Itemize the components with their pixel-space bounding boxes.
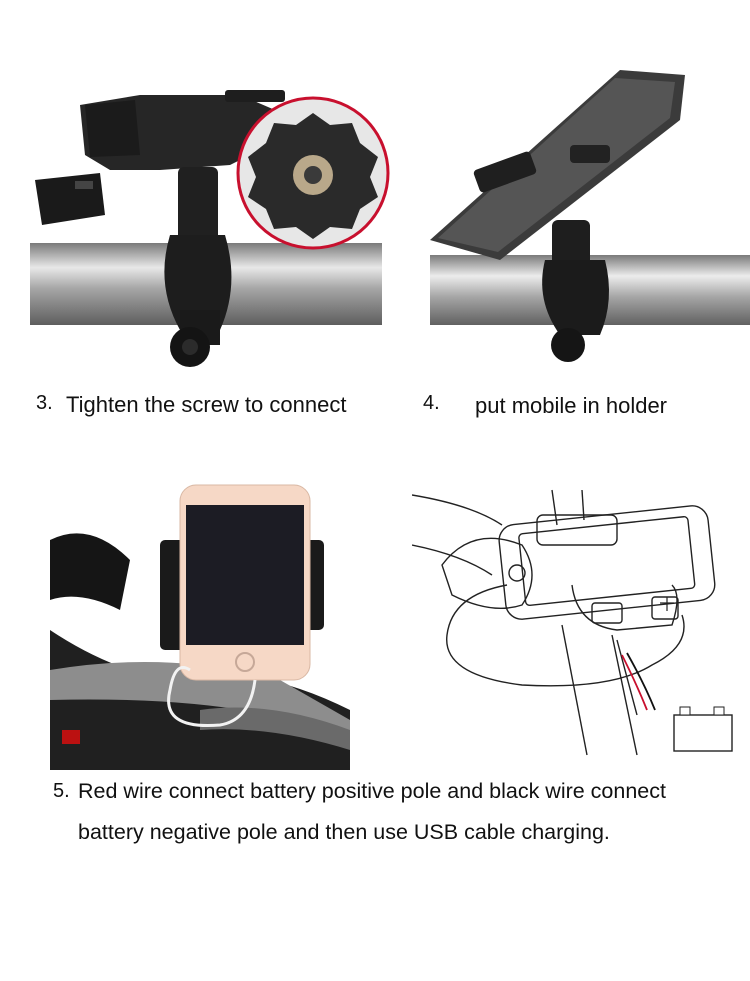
step-4-caption: put mobile in holder [475, 393, 668, 418]
screw-zoom-inset [236, 96, 390, 250]
step-5-line-1: Red wire connect battery positive pole a… [78, 779, 666, 803]
usb-port-icon [660, 597, 674, 611]
holder-with-screw-photo [30, 90, 390, 367]
wiring-diagram [412, 489, 733, 756]
phone-in-holder-photo [430, 70, 750, 362]
step-5-line-2: battery negative pole and then use USB c… [78, 820, 610, 844]
step-5-number: 5. [53, 780, 70, 802]
battery-icon [673, 706, 733, 752]
step-4-number: 4. [423, 392, 440, 414]
step-3-caption: Tighten the screw to connect [66, 392, 347, 417]
step-3-number: 3. [36, 392, 53, 414]
phone-charging-photo [50, 480, 350, 770]
screw-knob-icon [170, 327, 210, 367]
